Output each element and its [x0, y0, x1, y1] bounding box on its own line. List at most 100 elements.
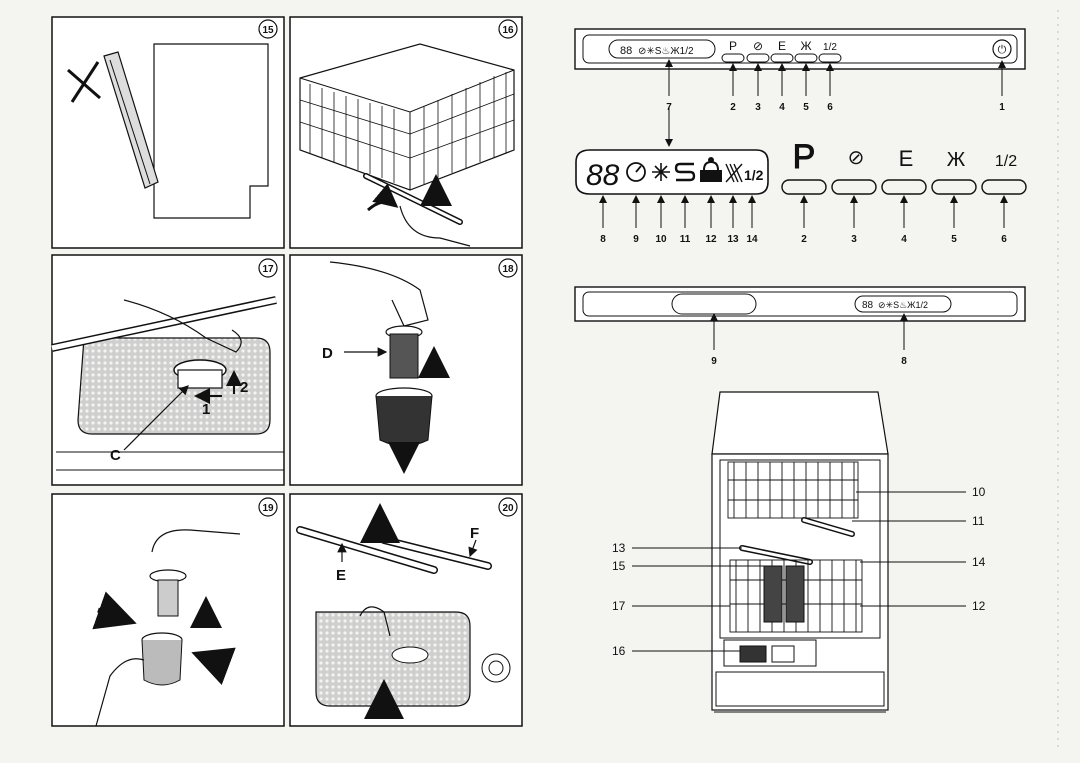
- rinse-aid-icon: [652, 163, 670, 181]
- callout-2: 2: [730, 102, 736, 113]
- enlarged-display-digits: 88: [586, 159, 620, 192]
- callout-14: 14: [746, 234, 758, 245]
- panel-19-number: 19: [262, 503, 274, 514]
- label-e: E: [336, 567, 346, 584]
- spray-arms-icon: [296, 503, 511, 719]
- dishwasher-illustration: 10 11 14 12 13 15 17 16: [612, 391, 986, 713]
- panel-19: 19: [51, 493, 285, 727]
- control-panel: 88 ⊘✳S♨Ж1/2 P ⊘ E Ж 1/2 ⏻ 7 2 3 4 5 6 1: [574, 28, 1026, 113]
- panel-16: 16: [289, 16, 523, 249]
- clock-icon: [626, 162, 646, 182]
- enlarged-half-load-symbol: 1/2: [744, 167, 764, 183]
- callout-8: 8: [600, 234, 606, 245]
- callout-1: 1: [999, 102, 1005, 113]
- control-button-half[interactable]: [818, 53, 842, 63]
- upper-basket: [727, 461, 859, 519]
- spray-arm-removal-icon: [363, 173, 471, 247]
- enlarged-display: [575, 149, 769, 195]
- control-button-dry-label: Ж: [800, 39, 811, 53]
- callout-11: 11: [680, 234, 691, 245]
- callout-14-appliance: 14: [972, 555, 986, 569]
- label-1: 1: [202, 401, 210, 418]
- key-e[interactable]: [881, 179, 927, 195]
- callout-7: 7: [666, 102, 672, 113]
- drying-icon: [725, 163, 743, 183]
- key-half-label: 1/2: [995, 153, 1017, 170]
- label-c: C: [110, 447, 121, 464]
- control-button-p[interactable]: [721, 53, 745, 63]
- callout-10-appliance: 10: [972, 485, 986, 499]
- key-e-label: E: [899, 146, 914, 171]
- callout-15-appliance: 15: [612, 559, 626, 573]
- control-button-p-label: P: [729, 39, 737, 53]
- filter-2: [785, 565, 805, 623]
- panel-15: 15: [51, 16, 285, 249]
- callout-9: 9: [633, 234, 639, 245]
- panel-17: 17 1 2 C: [51, 254, 285, 486]
- alt-panel: 88 ⊘✳S♨Ж1/2 9 8: [574, 286, 1026, 367]
- control-button-e[interactable]: [770, 53, 794, 63]
- filter-assembly-icon: [92, 529, 241, 727]
- key-p-label: P: [793, 138, 816, 176]
- callout-13: 13: [727, 234, 739, 245]
- panel-15-number: 15: [262, 25, 274, 36]
- power-icon: ⏻: [998, 44, 1007, 56]
- label-f: F: [470, 525, 479, 542]
- panel-17-number: 17: [262, 264, 274, 275]
- callout-key-5: 5: [951, 234, 957, 245]
- door-crossed-icon: [67, 61, 101, 103]
- control-button-timer-label: ⊘: [753, 39, 763, 53]
- program-icon: [700, 157, 722, 182]
- filter-twist-icon: [51, 296, 284, 471]
- label-2: 2: [240, 379, 248, 396]
- callout-4: 4: [779, 102, 785, 113]
- alt-callout-9: 9: [711, 356, 717, 367]
- callout-12: 12: [705, 234, 717, 245]
- control-button-half-label: 1/2: [823, 42, 837, 53]
- control-display-digits: 88: [620, 45, 632, 57]
- control-button-timer[interactable]: [746, 53, 770, 63]
- panel-20-number: 20: [502, 503, 514, 514]
- control-display: [608, 39, 716, 59]
- worktop: [711, 391, 889, 455]
- panel-18: 18 D: [289, 254, 523, 486]
- control-button-e-label: E: [778, 39, 786, 53]
- filter: [763, 565, 783, 623]
- panel-15-illustration: [67, 43, 269, 219]
- callout-key-4: 4: [901, 234, 907, 245]
- callout-10: 10: [655, 234, 667, 245]
- basket-illustration: [299, 43, 515, 191]
- callout-17-appliance: 17: [612, 599, 626, 613]
- callout-5: 5: [803, 102, 809, 113]
- panel-16-number: 16: [502, 25, 514, 36]
- control-button-dry[interactable]: [794, 53, 818, 63]
- key-timer-label: ⊘: [848, 147, 865, 169]
- alt-display-symbols: ⊘✳S♨Ж1/2: [878, 300, 928, 310]
- callout-key-2: 2: [801, 234, 807, 245]
- salt-icon: [674, 162, 696, 182]
- callout-12-appliance: 12: [972, 599, 986, 613]
- key-dry[interactable]: [931, 179, 977, 195]
- alt-callout-8: 8: [901, 356, 907, 367]
- callout-6: 6: [827, 102, 833, 113]
- callout-key-6: 6: [1001, 234, 1007, 245]
- filter-lift-icon: [329, 261, 450, 474]
- key-timer[interactable]: [831, 179, 877, 195]
- callout-key-3: 3: [851, 234, 857, 245]
- callout-13-appliance: 13: [612, 541, 626, 555]
- door-dispenser: [723, 639, 817, 667]
- label-d: D: [322, 345, 333, 362]
- panel-20: 20 E F: [289, 493, 523, 727]
- key-p[interactable]: [781, 179, 827, 195]
- callout-11-appliance: 11: [972, 514, 985, 528]
- control-display-symbols: ⊘✳S♨Ж1/2: [638, 46, 694, 57]
- rinse-aid-dispenser: [771, 645, 795, 663]
- key-half[interactable]: [981, 179, 1027, 195]
- panel-18-number: 18: [502, 264, 514, 275]
- alt-display-digits: 88: [862, 300, 874, 311]
- detergent-dispenser: [739, 645, 767, 663]
- alt-panel-display: [854, 295, 952, 313]
- key-dry-label: Ж: [947, 149, 966, 171]
- power-button[interactable]: [992, 39, 1012, 59]
